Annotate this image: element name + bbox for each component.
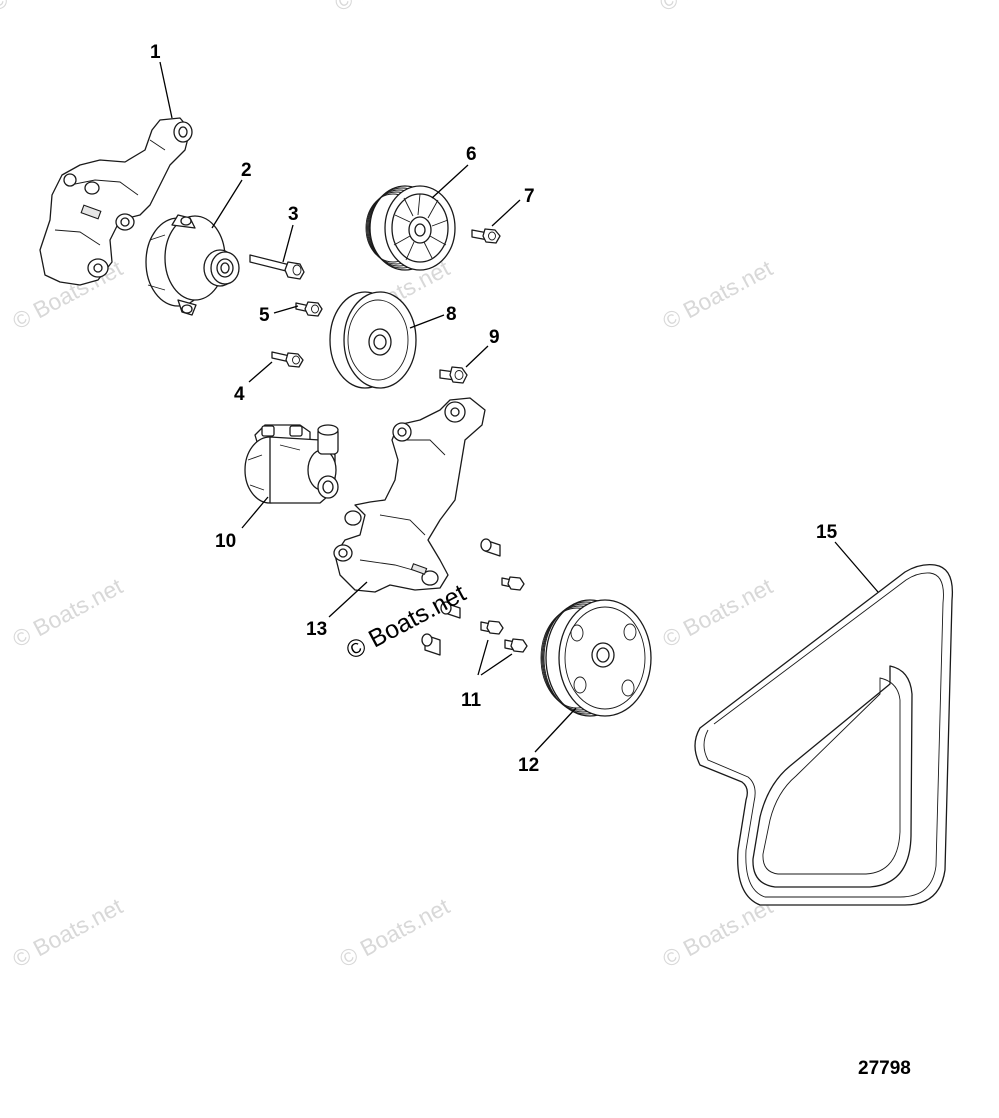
leader-lines xyxy=(159,61,879,753)
part-3-long-bolt xyxy=(249,254,305,280)
leader-9 xyxy=(465,345,489,368)
figure-number: 27798 xyxy=(858,1058,911,1079)
callout-12: 12 xyxy=(518,755,539,776)
part-11-bolt-c xyxy=(440,601,461,619)
watermark-4: © Boats.net xyxy=(8,573,127,653)
watermark-3: © Boats.net xyxy=(658,255,777,335)
callout-15: 15 xyxy=(816,522,838,543)
callout-4: 4 xyxy=(234,384,245,405)
watermark-10: © Boats.net xyxy=(330,0,449,16)
callout-6: 6 xyxy=(466,144,477,165)
watermark-7: © Boats.net xyxy=(335,893,454,973)
part-8-smooth-pulley xyxy=(329,291,417,389)
part-10-pump xyxy=(244,424,339,504)
leader-6 xyxy=(431,164,469,199)
part-13-bracket xyxy=(333,397,486,593)
callout-2: 2 xyxy=(241,160,252,181)
watermark-5: © Boats.net xyxy=(658,573,777,653)
part-1-bracket xyxy=(39,117,193,286)
watermark-11: © Boats.net xyxy=(655,0,774,16)
watermark-center: © Boats.net xyxy=(342,579,471,665)
callout-11: 11 xyxy=(461,690,482,711)
leader-11a xyxy=(477,639,489,676)
leader-7 xyxy=(491,199,521,227)
callout-5: 5 xyxy=(259,305,270,326)
callout-13: 13 xyxy=(306,619,327,640)
part-11-bolt-f xyxy=(504,638,528,653)
part-12-pump-pulley xyxy=(540,599,652,717)
watermark-9: © Boats.net xyxy=(0,0,104,16)
leader-13 xyxy=(328,581,368,618)
part-11-bolt-b xyxy=(501,576,525,591)
part-11-bolt-a xyxy=(480,538,501,557)
leader-11b xyxy=(480,653,513,676)
leader-2 xyxy=(211,179,243,229)
leader-3 xyxy=(282,224,294,263)
part-2-tensioner xyxy=(145,214,240,316)
part-4-bolt xyxy=(271,351,304,368)
watermarks: © Boats.net © Boats.net © Boats.net © Bo… xyxy=(0,0,777,972)
part-11-bolt-e xyxy=(480,620,504,635)
callout-7: 7 xyxy=(524,186,535,207)
leader-5 xyxy=(273,305,299,314)
leader-12 xyxy=(534,707,577,753)
part-7-bolt xyxy=(471,228,501,244)
leader-4 xyxy=(248,361,273,383)
callout-10: 10 xyxy=(215,531,236,552)
part-11-bolts xyxy=(421,538,528,656)
part-6-grooved-pulley xyxy=(365,185,456,271)
part-11-bolt-d xyxy=(421,633,441,656)
part-15-belt xyxy=(694,564,954,906)
callout-9: 9 xyxy=(489,327,500,348)
callout-3: 3 xyxy=(288,204,299,225)
leader-15 xyxy=(834,541,879,593)
leader-1 xyxy=(159,61,173,119)
leader-8 xyxy=(409,314,445,329)
part-9-bolt xyxy=(439,366,468,384)
callout-8: 8 xyxy=(446,304,457,325)
leader-10 xyxy=(241,496,269,529)
part-5-bolt xyxy=(295,301,323,317)
watermark-6: © Boats.net xyxy=(8,893,127,973)
callout-1: 1 xyxy=(150,42,161,63)
callouts: 1 2 3 4 5 6 7 8 9 10 11 12 13 15 xyxy=(150,42,838,776)
